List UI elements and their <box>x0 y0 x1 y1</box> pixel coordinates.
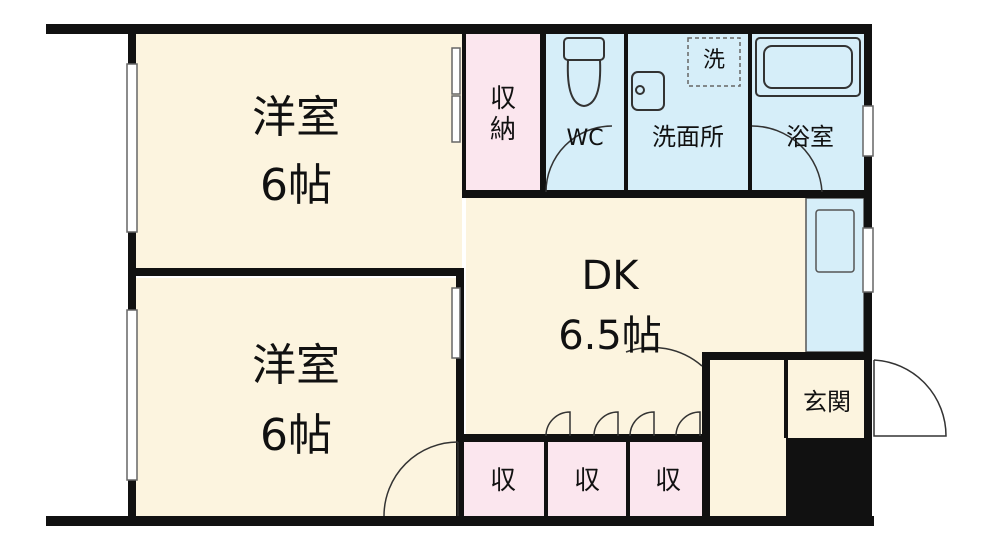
closet-tall-floor <box>466 34 540 192</box>
hall-floor <box>708 360 786 518</box>
storage-2-floor <box>548 440 626 518</box>
sink <box>815 209 855 273</box>
bath-label: 浴室 <box>786 123 834 151</box>
basin-icon <box>631 71 665 111</box>
doors <box>383 125 947 517</box>
washroom-label: 洗面所 <box>652 123 724 151</box>
storage-2-label: 収 <box>573 466 600 496</box>
balcony <box>46 30 130 522</box>
western-room-1-floor <box>134 34 462 272</box>
western-room-1-name: 洋室 <box>252 92 340 143</box>
dk-size: 6.5帖 <box>558 313 662 359</box>
closet-tall-label: 収 納 <box>489 84 516 146</box>
entrance-step <box>786 438 866 522</box>
storage-3-label: 収 <box>654 466 681 496</box>
bathtub-icon <box>755 37 861 97</box>
washer-space <box>687 37 741 87</box>
toilet-icon <box>563 37 605 108</box>
wc-floor <box>546 34 624 190</box>
western-room-2-name: 洋室 <box>252 340 340 391</box>
entrance-floor <box>786 360 866 438</box>
storage-1-floor <box>462 440 544 518</box>
storage-3-floor <box>630 440 706 518</box>
western-room-1-size: 6帖 <box>260 160 332 211</box>
storage-1-label: 収 <box>489 466 516 496</box>
dk-name: DK <box>581 253 639 299</box>
bath-floor <box>752 34 866 190</box>
western-room-2-size: 6帖 <box>260 410 332 461</box>
western-room-2-floor <box>134 278 462 518</box>
entrance-label: 玄関 <box>803 388 851 416</box>
wc-label: WC <box>566 126 604 151</box>
washer-label: 洗 <box>702 48 725 73</box>
windows <box>126 47 874 481</box>
